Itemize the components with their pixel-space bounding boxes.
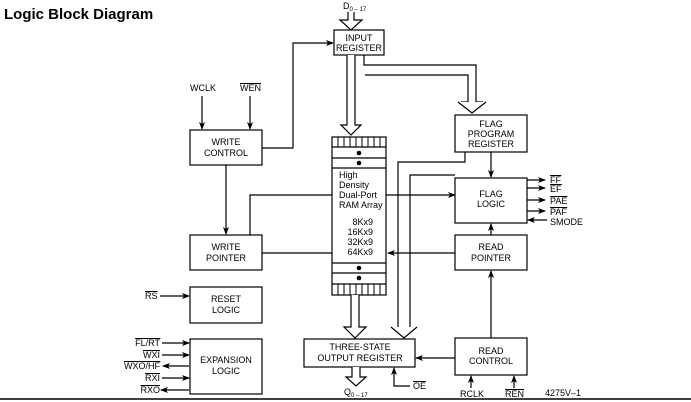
svg-text:High: High [339, 170, 358, 180]
svg-text:POINTER: POINTER [471, 253, 512, 263]
svg-text:OUTPUT REGISTER: OUTPUT REGISTER [317, 353, 403, 363]
fl-rt-label: FL/RT [135, 338, 160, 348]
svg-text:FLAG: FLAG [479, 189, 503, 199]
data-input-label: D0 – 17 [343, 1, 367, 13]
wen-label: WEN [240, 83, 261, 93]
paf-label: PAF [550, 207, 567, 217]
svg-text:CONTROL: CONTROL [204, 148, 248, 158]
svg-text:RAM Array: RAM Array [339, 200, 383, 210]
data-input-bus-arrow [338, 12, 364, 31]
svg-text:8Kx9: 8Kx9 [352, 217, 373, 227]
svg-text:INPUT: INPUT [346, 33, 374, 43]
svg-text:RESET: RESET [211, 294, 242, 304]
svg-text:32Kx9: 32Kx9 [347, 237, 373, 247]
wxo-hf-label: WXO/HF [124, 361, 160, 371]
svg-text:REGISTER: REGISTER [468, 139, 515, 149]
input-to-ram-bus [339, 55, 363, 136]
svg-text:LOGIC: LOGIC [212, 305, 241, 315]
rclk-label: RCLK [460, 389, 484, 399]
write-pointer-block: WRITE POINTER [189, 234, 263, 271]
data-output-bus-arrow [344, 367, 368, 387]
input-register-block: INPUT REGISTER [333, 29, 385, 56]
rxi-label: RXI [145, 373, 160, 383]
data-output-label: Q0 – 17 [344, 387, 368, 399]
reset-logic-block: RESET LOGIC [189, 286, 263, 324]
svg-text:WRITE: WRITE [212, 242, 241, 252]
svg-text:POINTER: POINTER [206, 253, 247, 263]
three-state-output-register-block: THREE-STATE OUTPUT REGISTER [303, 338, 416, 368]
rs-label: RS [145, 291, 158, 301]
wxi-label: WXI [143, 350, 160, 360]
figure-reference: 4275V–1 [545, 388, 581, 398]
svg-text:THREE-STATE: THREE-STATE [329, 342, 390, 352]
svg-text:REGISTER: REGISTER [336, 43, 383, 53]
ram-array-block: High Density Dual-Port RAM Array 8Kx9 16… [331, 136, 387, 296]
svg-text:EXPANSION: EXPANSION [200, 355, 252, 365]
flag-program-register-block: FLAG PROGRAM REGISTER [454, 114, 528, 153]
write-control-block: WRITE CONTROL [189, 129, 263, 166]
ram-to-output-bus [342, 295, 368, 339]
svg-text:LOGIC: LOGIC [477, 199, 506, 209]
svg-text:PROGRAM: PROGRAM [468, 129, 515, 139]
svg-text:CONTROL: CONTROL [469, 356, 513, 366]
svg-text:16Kx9: 16Kx9 [347, 227, 373, 237]
svg-text:READ: READ [478, 346, 504, 356]
svg-text:READ: READ [478, 242, 504, 252]
pae-label: PAE [550, 196, 567, 206]
ff-label: FF [550, 175, 561, 185]
ren-label: REN [505, 389, 524, 399]
expansion-logic-block: EXPANSION LOGIC [189, 338, 263, 395]
svg-text:Dual-Port: Dual-Port [339, 190, 378, 200]
diagram-title: Logic Block Diagram [4, 6, 154, 23]
ef-label: EF [550, 184, 562, 194]
flag-logic-block: FLAG LOGIC [454, 177, 528, 224]
svg-text:LOGIC: LOGIC [212, 366, 241, 376]
svg-text:Density: Density [339, 180, 370, 190]
oe-label: OE [413, 381, 426, 391]
wclk-label: WCLK [190, 83, 216, 93]
read-control-block: READ CONTROL [454, 337, 528, 376]
svg-text:WRITE: WRITE [212, 137, 241, 147]
read-pointer-block: READ POINTER [454, 234, 528, 271]
smode-label: SMODE [550, 217, 583, 227]
svg-text:64Kx9: 64Kx9 [347, 247, 373, 257]
rxo-label: RXO [140, 385, 160, 395]
svg-text:FLAG: FLAG [479, 119, 503, 129]
